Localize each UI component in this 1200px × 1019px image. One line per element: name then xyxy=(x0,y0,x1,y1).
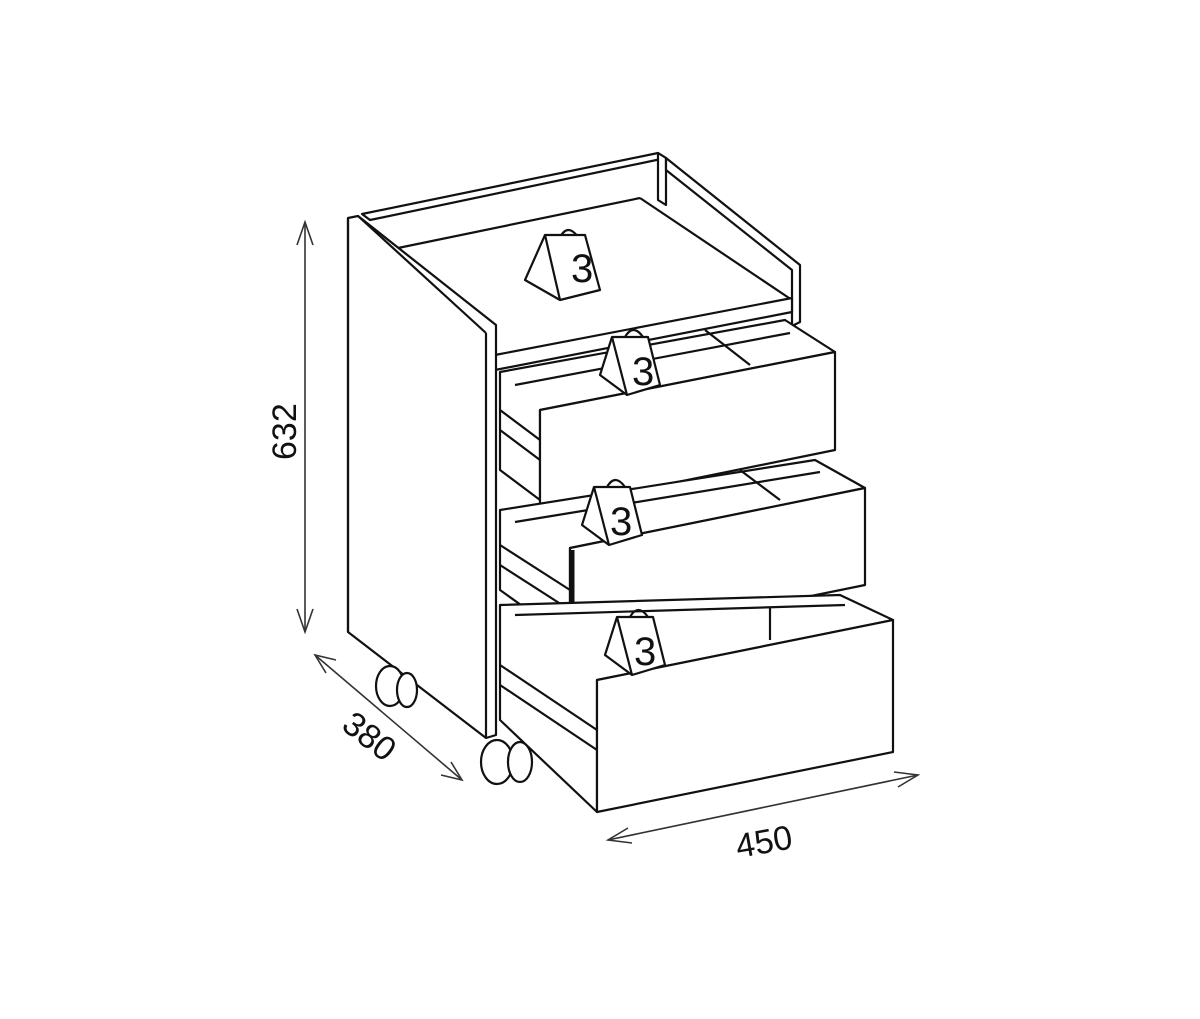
drawer-1 xyxy=(498,318,837,512)
weight-label-drawer-2: 3 xyxy=(610,500,632,544)
width-dimension xyxy=(605,771,921,844)
height-dimension xyxy=(296,219,314,635)
height-label: 632 xyxy=(266,403,304,460)
weight-label-drawer-1: 3 xyxy=(632,350,654,394)
weight-drawer-1 xyxy=(598,328,662,397)
depth-label: 380 xyxy=(335,704,403,769)
drawer-3 xyxy=(498,593,895,814)
weight-top xyxy=(523,228,602,302)
depth-dimension xyxy=(313,653,464,782)
casters xyxy=(374,664,534,786)
weight-drawer-2 xyxy=(580,478,644,547)
width-label: 450 xyxy=(733,819,795,866)
weight-label-drawer-3: 3 xyxy=(634,630,656,674)
weight-drawer-3 xyxy=(603,608,667,677)
weight-label-top: 3 xyxy=(571,247,593,291)
side-panel xyxy=(346,214,498,740)
